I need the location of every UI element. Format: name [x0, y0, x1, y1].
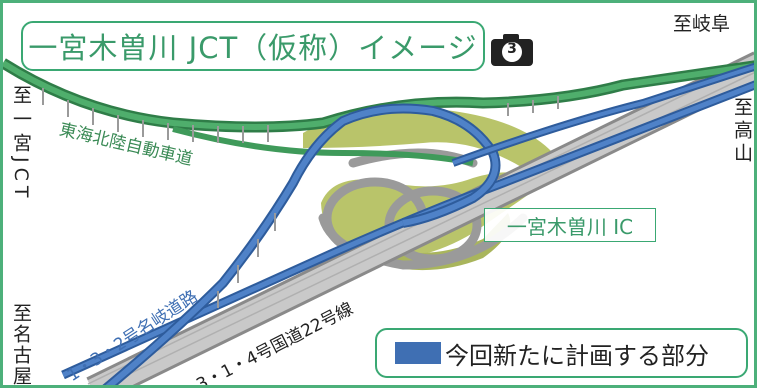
legend: 今回新たに計画する部分	[375, 328, 748, 378]
expressway-branch	[172, 126, 474, 166]
photo-number: 3	[507, 41, 517, 57]
ic-label: 一宮木曽川 IC	[484, 208, 656, 242]
legend-label: 今回新たに計画する部分	[445, 341, 709, 370]
destination-nagoya-text: 至名古屋	[10, 303, 32, 387]
expressway-piers	[42, 88, 559, 143]
destination-takayama: 至高山	[731, 97, 754, 166]
destination-ichinomiya-jct-text: 至一宮JCT	[10, 85, 32, 203]
legend-swatch	[395, 342, 441, 364]
camera-icon	[491, 34, 533, 66]
destination-gifu: 至岐阜	[673, 13, 731, 35]
destination-ichinomiya-jct: 至一宮JCT	[10, 85, 33, 203]
new-plan-east-branch-hl	[452, 64, 754, 165]
destination-takayama-text: 至高山	[731, 97, 753, 166]
grass-field-north	[303, 107, 553, 168]
interchange-drawing	[3, 51, 754, 385]
map-title: 一宮木曽川 JCT（仮称）イメージ	[21, 21, 485, 71]
destination-nagoya: 至名古屋	[10, 303, 33, 387]
flyover-piers	[217, 213, 276, 308]
new-plan-flyover-hl	[105, 105, 499, 385]
